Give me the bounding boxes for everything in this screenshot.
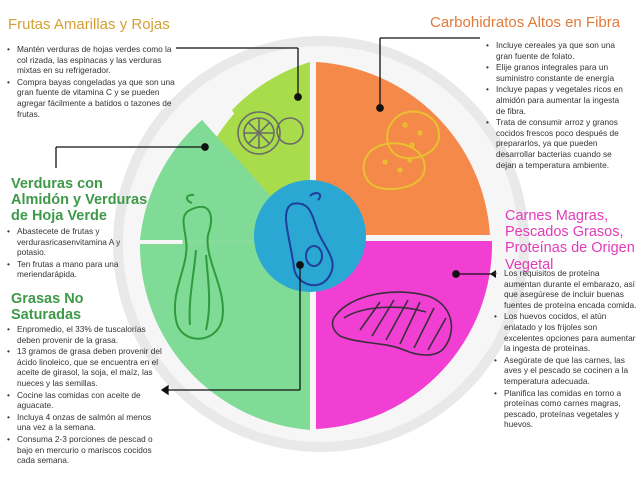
- vegetables-list: Abastecete de frutas y verdurasricasenvi…: [6, 226, 141, 281]
- list-item: Los requisitos de proteína aumentan dura…: [493, 268, 638, 310]
- list-item: 13 gramos de grasa deben provenir del ác…: [6, 346, 166, 388]
- list-item: Abastecete de frutas y verdurasricasenvi…: [6, 226, 141, 258]
- list-item: Planifica las comidas en torno a proteín…: [493, 388, 638, 430]
- fruits-list: Mantén verduras de hojas verdes como la …: [6, 44, 176, 120]
- list-item: Elije granos integrales para un suminist…: [485, 62, 630, 83]
- fats-heading: Grasas No Saturadas: [11, 291, 84, 324]
- carbs-heading: Carbohidratos Altos en Fibra: [430, 14, 621, 31]
- orange-icon: [237, 111, 304, 155]
- list-item: Consuma 2-3 porciones de pescad o bajo e…: [6, 434, 166, 466]
- potatoes-icon: [362, 110, 441, 190]
- list-item: Incluye papas y vegetales ricos en almid…: [485, 84, 630, 116]
- list-item: Cocine las comidas con aceite de aguacat…: [6, 390, 166, 411]
- protein-heading: Carnes Magras, Pescados Grasos, Proteína…: [505, 208, 635, 273]
- list-item: Asegúrate de que las carnes, las aves y …: [493, 355, 638, 387]
- center-circle: [254, 180, 366, 292]
- list-item: Enpromedio, el 33% de tuscalorías deben …: [6, 324, 166, 345]
- list-item: Ten frutas a mano para una meriendarápid…: [6, 259, 141, 280]
- list-item: Los huevos cocidos, el atún enlatado y l…: [493, 311, 638, 353]
- list-item: Incluya 4 onzas de salmón al menos una v…: [6, 412, 166, 433]
- vegetables-section: [139, 244, 310, 430]
- list-item: Incluye cereales ya que son una gran fue…: [485, 40, 630, 61]
- protein-list: Los requisitos de proteína aumentan dura…: [493, 268, 638, 431]
- vegetables-heading: Verduras con Almidón y Verduras de Hoja …: [11, 176, 148, 225]
- list-item: Compra bayas congeladas ya que son una g…: [6, 77, 176, 119]
- salmon-icon: [331, 291, 453, 356]
- carbs-section: [316, 62, 490, 235]
- carbs-list: Incluye cereales ya que son una gran fue…: [485, 40, 630, 171]
- list-item: Trata de consumir arroz y granos cocidos…: [485, 117, 630, 170]
- avocado-icon: [284, 192, 334, 287]
- list-item: Mantén verduras de hojas verdes como la …: [6, 44, 176, 76]
- squash-icon: [173, 193, 224, 340]
- fats-list: Enpromedio, el 33% de tuscalorías deben …: [6, 324, 166, 467]
- fruits-heading: Frutas Amarillas y Rojas: [8, 16, 170, 33]
